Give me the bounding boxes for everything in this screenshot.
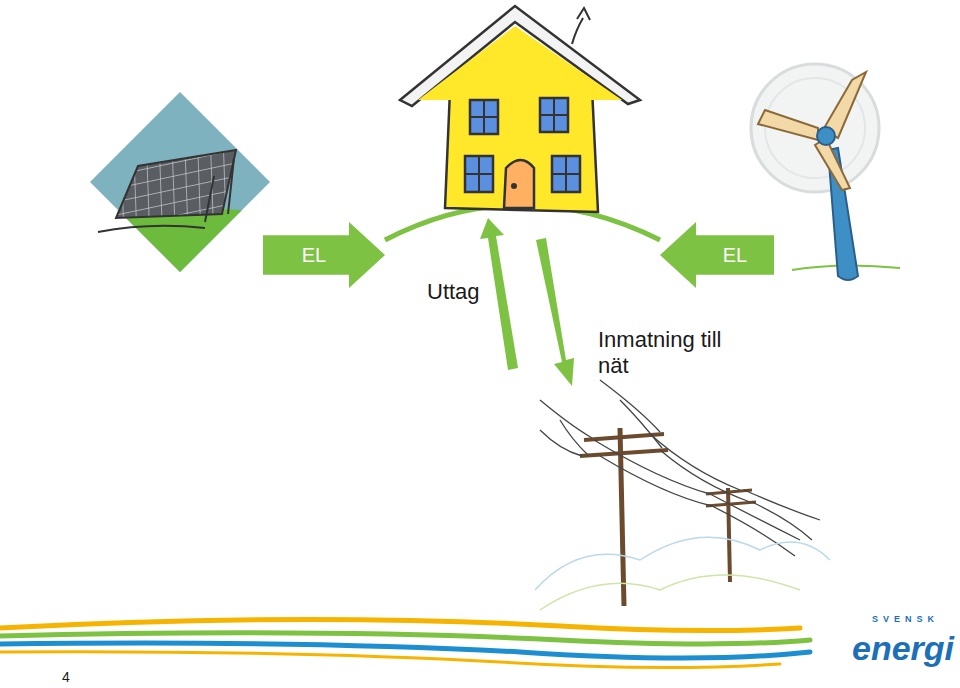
panel-shadow [98, 226, 205, 232]
art-stroke [751, 64, 879, 192]
flow-label: Inmatning till nät [598, 327, 723, 379]
arrow-label: EL [723, 244, 747, 267]
gable [418, 26, 622, 100]
art-stroke [728, 488, 730, 582]
art-stroke [710, 490, 820, 556]
art-stroke [817, 127, 835, 145]
art-stroke [0, 619, 800, 630]
art-stroke [594, 434, 750, 506]
hills [535, 537, 830, 590]
arrow-shape: EL [660, 222, 774, 288]
flow-label: Uttag [427, 279, 480, 305]
house-wall [445, 88, 598, 212]
logo-text: SVENSK [872, 614, 939, 625]
bottom-stripes [0, 619, 810, 667]
art-stroke [0, 652, 780, 668]
logo-text: energi [852, 628, 954, 668]
roof [400, 6, 640, 106]
solar-panel [116, 150, 236, 218]
art-stroke [600, 380, 662, 448]
feed-in-arrow [536, 238, 574, 386]
flow-arrows [480, 218, 574, 386]
hills [540, 575, 800, 610]
arrow-fill [660, 222, 774, 288]
art-stroke [80, 209, 280, 290]
art-stroke [540, 380, 820, 556]
arrow-outline [660, 222, 774, 288]
house [385, 6, 660, 240]
arrow-shape: EL [263, 222, 385, 288]
door [504, 160, 534, 208]
chimney-arrow [572, 8, 590, 44]
solar-icon [80, 92, 280, 290]
withdrawal-arrow [480, 218, 518, 370]
door-knob [511, 183, 517, 189]
arrow-label: EL [302, 244, 326, 267]
art-stroke [758, 110, 818, 140]
art-stroke [580, 434, 668, 456]
page-number: 4 [62, 669, 70, 686]
grass [80, 209, 280, 290]
power-lines [540, 380, 820, 606]
art-stroke [540, 400, 592, 456]
art-stroke [815, 138, 850, 190]
panel-stand [205, 158, 234, 222]
arrow-fill [263, 222, 385, 288]
